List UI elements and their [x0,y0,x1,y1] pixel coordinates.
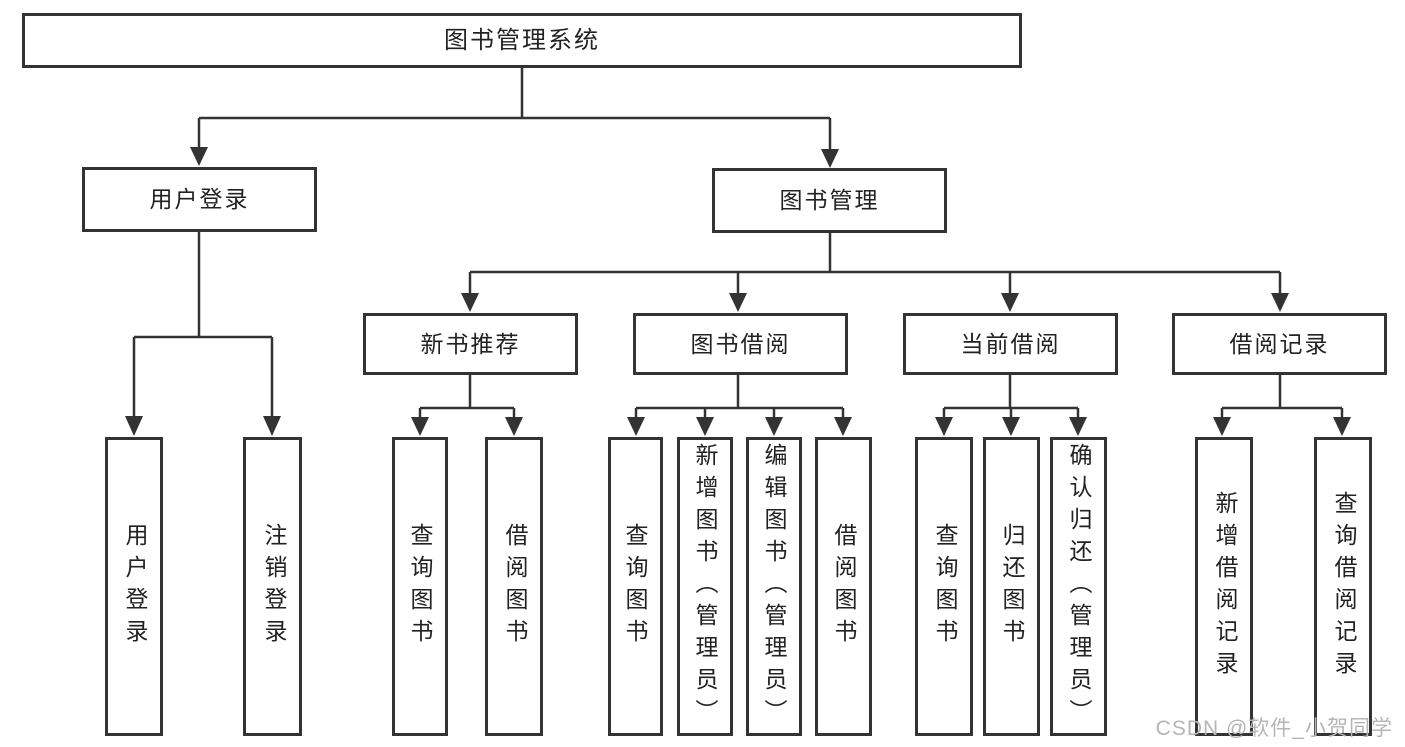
node-book-mgmt: 图书管理 [712,168,947,233]
leaf-query-books: 查询图书 [915,437,973,736]
node-book-borrow: 图书借阅 [633,313,848,375]
leaf-return-books: 归还图书 [983,437,1040,736]
node-root: 图书管理系统 [22,13,1022,68]
connector-borrow-records-children [1213,375,1351,436]
leaf-confirm-return-admin: 确认归还（管理员） [1050,437,1107,736]
connector-root-to-level2 [190,68,839,168]
leaf-add-books-admin: 新增图书（管理员） [677,437,733,736]
connector-book-mgmt-sections [461,233,1289,312]
leaf-add-borrow-record: 新增借阅记录 [1195,437,1253,736]
node-user-login: 用户登录 [82,167,317,232]
leaf-query-borrow-record: 查询借阅记录 [1314,437,1372,736]
watermark: CSDN @软件_小贺同学 [1155,717,1393,740]
connector-user-login-children [125,232,281,436]
leaf-borrow-books: 借阅图书 [485,437,543,736]
connector-new-book-rec-children [411,375,523,436]
connector-book-borrow-children [627,375,852,436]
connector-current-borrow-children [935,375,1087,436]
leaf-logout: 注销登录 [243,437,302,736]
leaf-user-login: 用户登录 [105,437,163,736]
node-current-borrow: 当前借阅 [903,313,1118,375]
node-borrow-records: 借阅记录 [1172,313,1387,375]
leaf-borrow-books: 借阅图书 [815,437,872,736]
leaf-edit-books-admin: 编辑图书（管理员） [746,437,802,736]
leaf-query-books: 查询图书 [608,437,663,736]
node-new-book-rec: 新书推荐 [363,313,578,375]
leaf-query-books: 查询图书 [392,437,448,736]
